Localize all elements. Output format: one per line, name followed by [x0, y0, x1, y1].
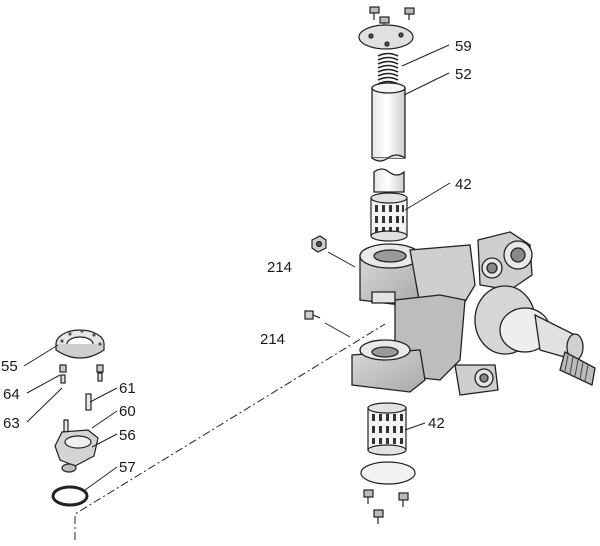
bolt-icon — [404, 7, 415, 20]
tube — [371, 82, 406, 162]
callout-42-upper: 42 — [455, 176, 472, 193]
bolt-icon — [373, 509, 384, 524]
spring — [377, 52, 399, 85]
needle-bearing-lower — [367, 402, 407, 456]
o-ring — [51, 485, 89, 507]
grease-fitting-lower — [304, 310, 321, 320]
ring-plate — [55, 329, 105, 359]
callout-55: 55 — [1, 358, 18, 375]
cover-plate — [358, 24, 414, 50]
callout-42-lower: 42 — [428, 415, 445, 432]
grease-fitting-upper — [311, 235, 327, 253]
callout-64: 64 — [3, 386, 20, 403]
callout-57: 57 — [119, 459, 136, 476]
left-subassembly — [51, 329, 105, 507]
spindle-housing — [351, 231, 596, 396]
callout-60: 60 — [119, 403, 136, 420]
top-cap-assembly — [358, 6, 415, 50]
tube-lower — [373, 168, 405, 193]
pin-small — [59, 364, 104, 384]
bottom-cap-assembly — [360, 461, 416, 524]
callout-63: 63 — [3, 415, 20, 432]
bolt-icon — [369, 6, 380, 20]
callout-214-upper: 214 — [267, 259, 292, 276]
leader-lines — [23, 44, 451, 491]
assembly-line — [74, 323, 386, 540]
callout-labels: 59 52 42 214 214 42 55 64 63 61 60 56 57 — [1, 38, 472, 476]
bolt-icon — [398, 492, 409, 507]
cover-plate — [360, 461, 416, 485]
needle-bearing-upper — [370, 192, 408, 242]
callout-52: 52 — [455, 66, 472, 83]
callout-61: 61 — [119, 380, 136, 397]
callout-56: 56 — [119, 427, 136, 444]
lower-housing — [54, 429, 99, 473]
bolt-icon — [363, 489, 374, 504]
callout-214-lower: 214 — [260, 331, 285, 348]
callout-59: 59 — [455, 38, 472, 55]
